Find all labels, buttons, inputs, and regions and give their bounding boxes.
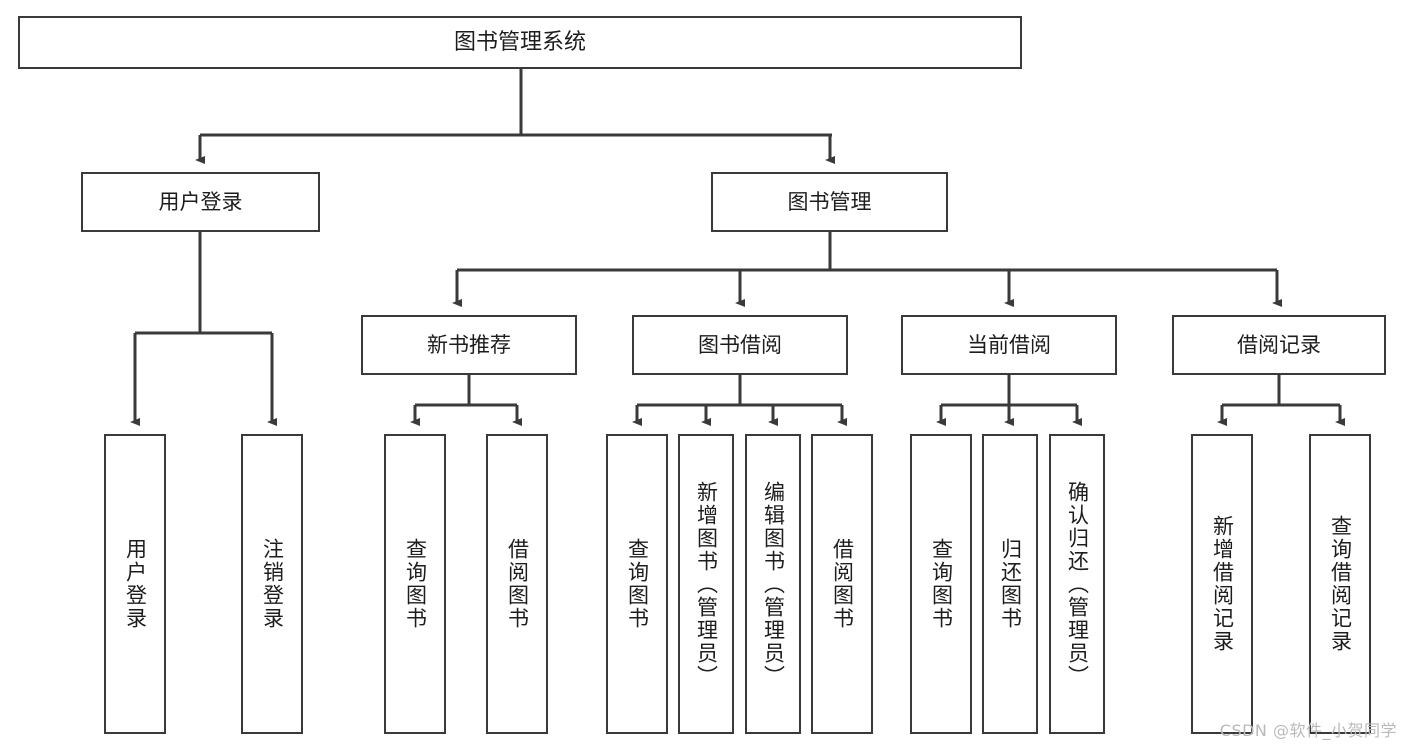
node-book-management[interactable]: 图书管理 [711, 172, 948, 232]
leaf-br-query-record[interactable]: 查询借阅记录 [1309, 434, 1371, 734]
watermark-text: CSDN @软件_小贺同学 [1219, 721, 1397, 740]
leaf-cb-confirm-return[interactable]: 确认归还（管理员） [1049, 434, 1105, 734]
leaf-logout[interactable]: 注销登录 [241, 434, 303, 734]
leaf-cb-confirm-return-label: 确认归还（管理员） [1065, 480, 1090, 688]
leaf-cb-return-book-label: 归还图书 [998, 538, 1023, 630]
leaf-nb-borrow-book-label: 借阅图书 [505, 538, 530, 630]
leaf-bb-add-book-label: 新增图书（管理员） [694, 480, 719, 688]
leaf-nb-query-book-label: 查询图书 [403, 538, 428, 630]
leaf-cb-return-book[interactable]: 归还图书 [982, 434, 1038, 734]
node-root[interactable]: 图书管理系统 [18, 16, 1022, 69]
leaf-br-add-record[interactable]: 新增借阅记录 [1191, 434, 1253, 734]
leaf-bb-borrow-book-label: 借阅图书 [830, 538, 855, 630]
node-borrow-record-label: 借阅记录 [1237, 332, 1321, 357]
leaf-nb-query-book[interactable]: 查询图书 [384, 434, 446, 734]
node-book-management-label: 图书管理 [787, 189, 872, 214]
leaf-nb-borrow-book[interactable]: 借阅图书 [486, 434, 548, 734]
leaf-user-login[interactable]: 用户登录 [104, 434, 166, 734]
node-user-login[interactable]: 用户登录 [81, 172, 320, 232]
node-book-borrow-label: 图书借阅 [698, 332, 782, 357]
node-new-book-recommend[interactable]: 新书推荐 [361, 315, 577, 375]
leaf-cb-query-book-label: 查询图书 [929, 538, 954, 630]
leaf-bb-edit-book-label: 编辑图书（管理员） [761, 480, 786, 688]
leaf-cb-query-book[interactable]: 查询图书 [910, 434, 972, 734]
node-book-borrow[interactable]: 图书借阅 [632, 315, 848, 375]
node-current-borrow-label: 当前借阅 [967, 332, 1051, 357]
leaf-logout-label: 注销登录 [260, 538, 285, 630]
node-new-book-recommend-label: 新书推荐 [427, 332, 511, 357]
node-current-borrow[interactable]: 当前借阅 [901, 315, 1117, 375]
leaf-bb-edit-book[interactable]: 编辑图书（管理员） [745, 434, 801, 734]
leaf-bb-add-book[interactable]: 新增图书（管理员） [678, 434, 734, 734]
node-user-login-label: 用户登录 [158, 189, 243, 214]
leaf-br-add-record-label: 新增借阅记录 [1210, 515, 1235, 653]
node-root-label: 图书管理系统 [453, 29, 586, 55]
node-borrow-record[interactable]: 借阅记录 [1172, 315, 1386, 375]
leaf-user-login-label: 用户登录 [123, 538, 148, 630]
leaf-bb-borrow-book[interactable]: 借阅图书 [811, 434, 873, 734]
leaf-bb-query-book-label: 查询图书 [625, 538, 650, 630]
leaf-br-query-record-label: 查询借阅记录 [1328, 515, 1353, 653]
leaf-bb-query-book[interactable]: 查询图书 [606, 434, 668, 734]
